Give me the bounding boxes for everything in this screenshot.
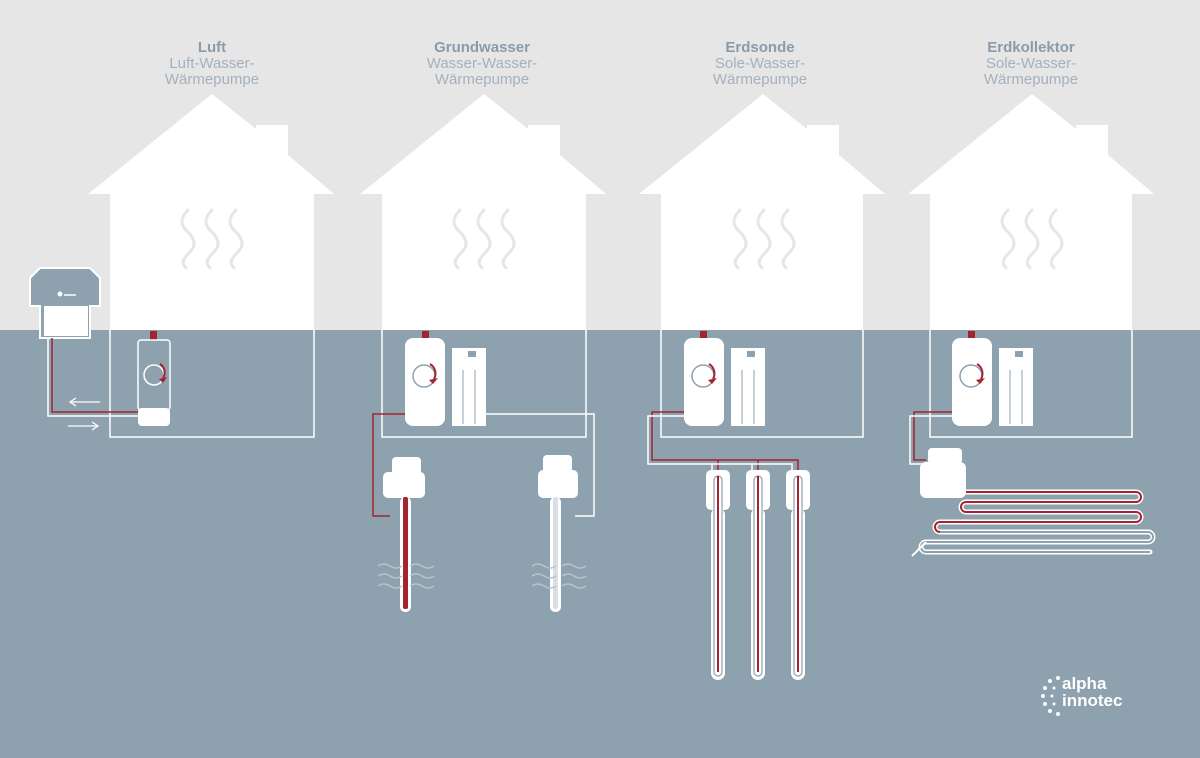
heat-pump-cabinet [452, 348, 486, 426]
label-erdsonde: Erdsonde Sole-Wasser- Wärmepumpe [660, 40, 860, 88]
brand-logo-text: alpha innotec [1062, 675, 1122, 709]
heat-pump-cabinet [731, 348, 765, 426]
circulation-arrow-icon [959, 363, 985, 388]
storage-tank [952, 331, 992, 426]
logo-line-1: alpha [1062, 674, 1107, 693]
column-subtitle-line1: Wasser-Wasser- [426, 55, 538, 72]
column-title: Erdkollektor [987, 39, 1075, 56]
column-title: Erdsonde [725, 39, 795, 56]
logo-line-2: innotec [1062, 691, 1123, 710]
outdoor-heat-pump-unit [29, 267, 101, 339]
supply-well [383, 457, 425, 612]
column-title: Luft [197, 39, 227, 56]
alpha-innotec-logo-icon [1041, 676, 1060, 716]
circulation-arrow-icon [691, 363, 717, 388]
basement-outline [381, 330, 587, 438]
groundwater-pipes [372, 413, 595, 517]
water-waves-icon [377, 563, 587, 589]
borehole-probe [706, 470, 730, 680]
label-luft: Luft Luft-Wasser- Wärmepumpe [112, 40, 312, 88]
collector-manifold [920, 448, 966, 498]
heat-pump-cabinet [999, 348, 1033, 426]
ground-collector-loops [911, 489, 1156, 557]
column-subtitle-line1: Sole-Wasser- [985, 55, 1077, 72]
label-erdkollektor: Erdkollektor Sole-Wasser- Wärmepumpe [931, 40, 1131, 88]
heat-waves-icon [732, 208, 796, 270]
column-subtitle-line2: Wärmepumpe [164, 71, 260, 88]
column-title: Grundwasser [434, 39, 530, 56]
basement-outline [109, 330, 315, 438]
indoor-storage-tank [137, 331, 171, 426]
circulation-arrow-icon [143, 363, 167, 386]
column-subtitle-line2: Wärmepumpe [983, 71, 1079, 88]
column-subtitle-line2: Wärmepumpe [434, 71, 530, 88]
air-pipes [47, 338, 138, 417]
column-subtitle-line2: Wärmepumpe [712, 71, 808, 88]
column-subtitle-line1: Sole-Wasser- [714, 55, 806, 72]
circulation-arrow-icon [412, 363, 438, 388]
heat-waves-icon [1000, 208, 1064, 270]
storage-tank [405, 331, 445, 426]
borehole-probe [746, 470, 770, 680]
heat-waves-icon [180, 208, 244, 270]
label-grundwasser: Grundwasser Wasser-Wasser- Wärmepumpe [382, 40, 582, 88]
column-subtitle-line1: Luft-Wasser- [169, 55, 255, 72]
basement-outline [929, 330, 1133, 438]
heat-waves-icon [452, 208, 516, 270]
return-well [538, 455, 578, 612]
borehole-probe [786, 470, 810, 680]
collector-feed-pipes [909, 411, 952, 465]
air-flow-arrows-icon [68, 397, 100, 431]
storage-tank [684, 331, 724, 426]
basement-outline [660, 330, 864, 438]
